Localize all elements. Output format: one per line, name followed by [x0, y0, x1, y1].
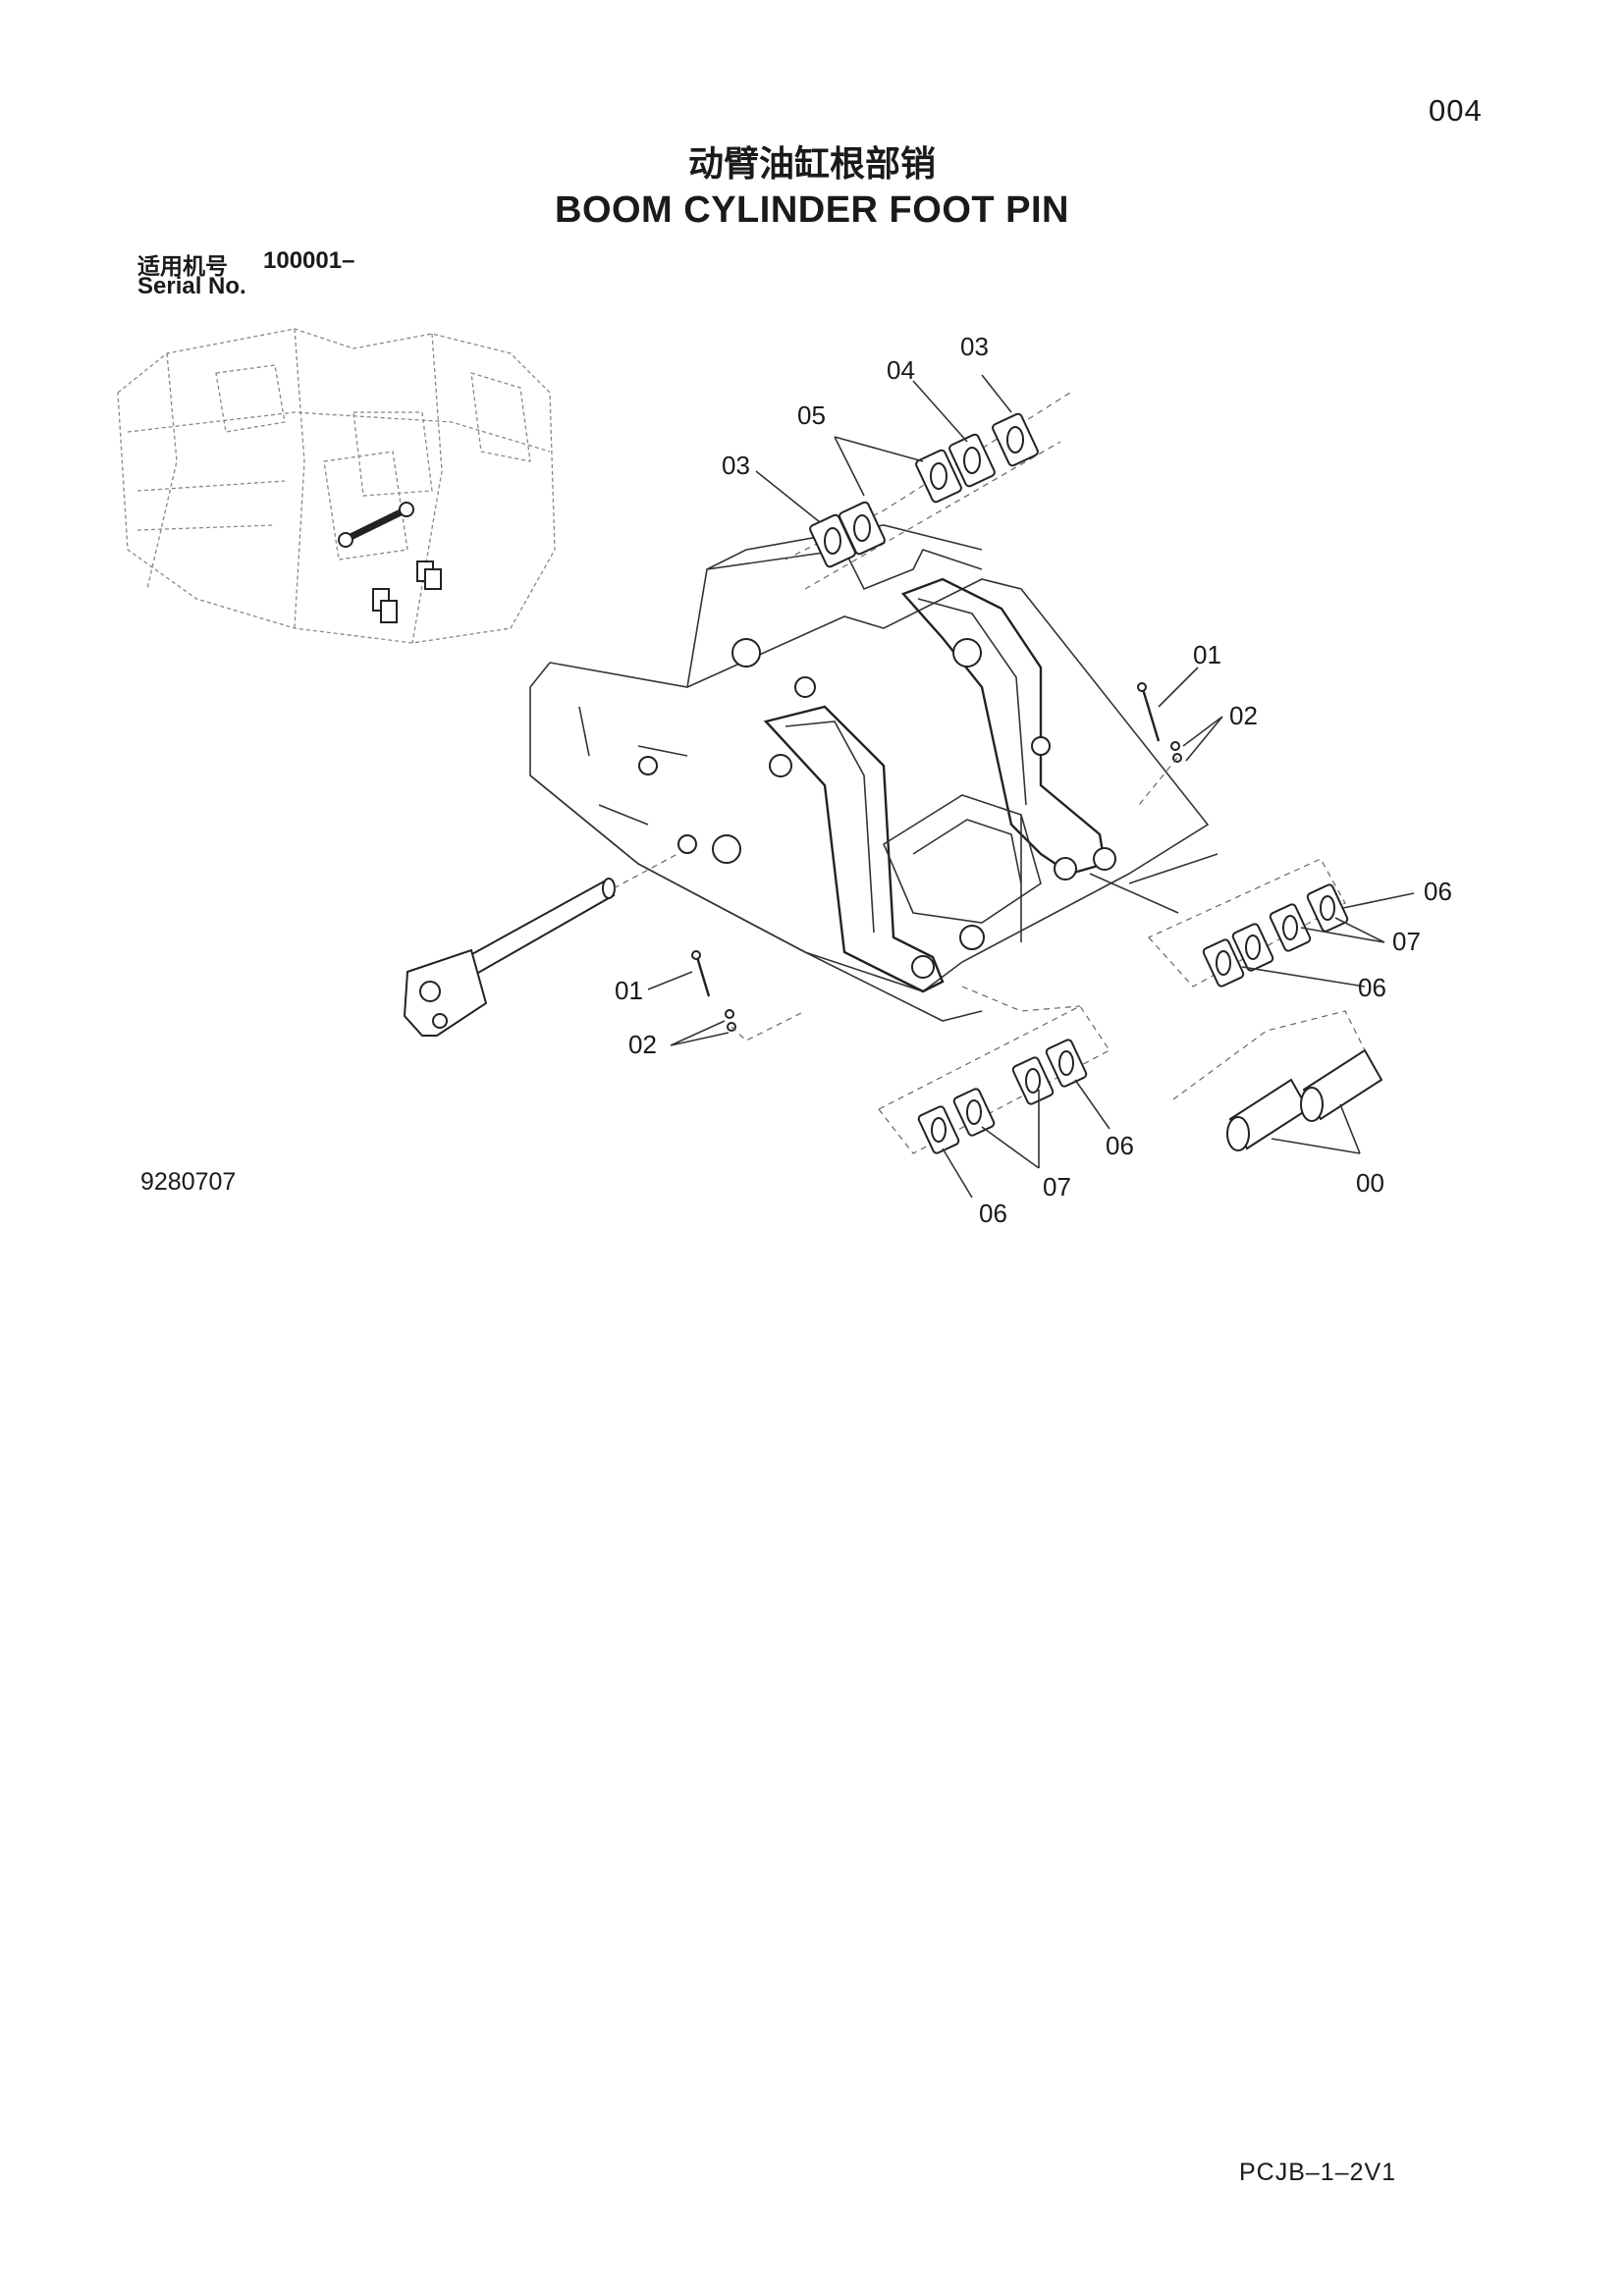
callout-07-right: 07 [1392, 927, 1421, 956]
callout-leaders [647, 374, 1415, 1199]
figure-number: 9280707 [140, 1168, 237, 1196]
foot-pin [403, 853, 678, 1037]
page-number: 004 [1429, 93, 1483, 128]
title-english: BOOM CYLINDER FOOT PIN [555, 189, 1069, 231]
callout-02-right: 02 [1229, 701, 1258, 730]
callout-05: 05 [797, 400, 826, 430]
callout-02-left: 02 [628, 1030, 657, 1059]
title-chinese: 动臂油缸根部销 [687, 144, 936, 185]
callout-03-top: 03 [960, 332, 989, 361]
shims-top-group [785, 392, 1071, 590]
callout-06-right-bottom: 06 [1358, 973, 1386, 1002]
callout-01-right: 01 [1193, 640, 1221, 669]
serial-number-range: 100001– [263, 247, 355, 274]
exploded-parts-diagram: 03 04 05 03 01 02 06 07 06 01 02 06 07 0… [117, 328, 1452, 1228]
boom-bracket-frame [529, 524, 1218, 1022]
machine-overview-sketch [117, 328, 556, 644]
shims-bottom-group [878, 986, 1110, 1154]
serial-label-english: Serial No. [137, 273, 246, 299]
bolts-01-02 [691, 682, 1182, 1041]
document-code: PCJB–1–2V1 [1239, 2159, 1397, 2186]
callout-03-left: 03 [722, 451, 750, 480]
callout-06-bottom-right: 06 [1106, 1131, 1134, 1160]
callout-06-right-top: 06 [1424, 877, 1452, 906]
callout-01-left: 01 [615, 976, 643, 1005]
callout-06-bottom-left: 06 [979, 1199, 1007, 1228]
serial-label-chinese: 适用机号 [137, 254, 228, 280]
bushings-00 [1172, 1010, 1383, 1151]
callout-00: 00 [1356, 1168, 1384, 1198]
callout-07-bottom: 07 [1043, 1172, 1071, 1201]
shims-right-group [1148, 858, 1349, 988]
callout-04: 04 [887, 355, 915, 385]
